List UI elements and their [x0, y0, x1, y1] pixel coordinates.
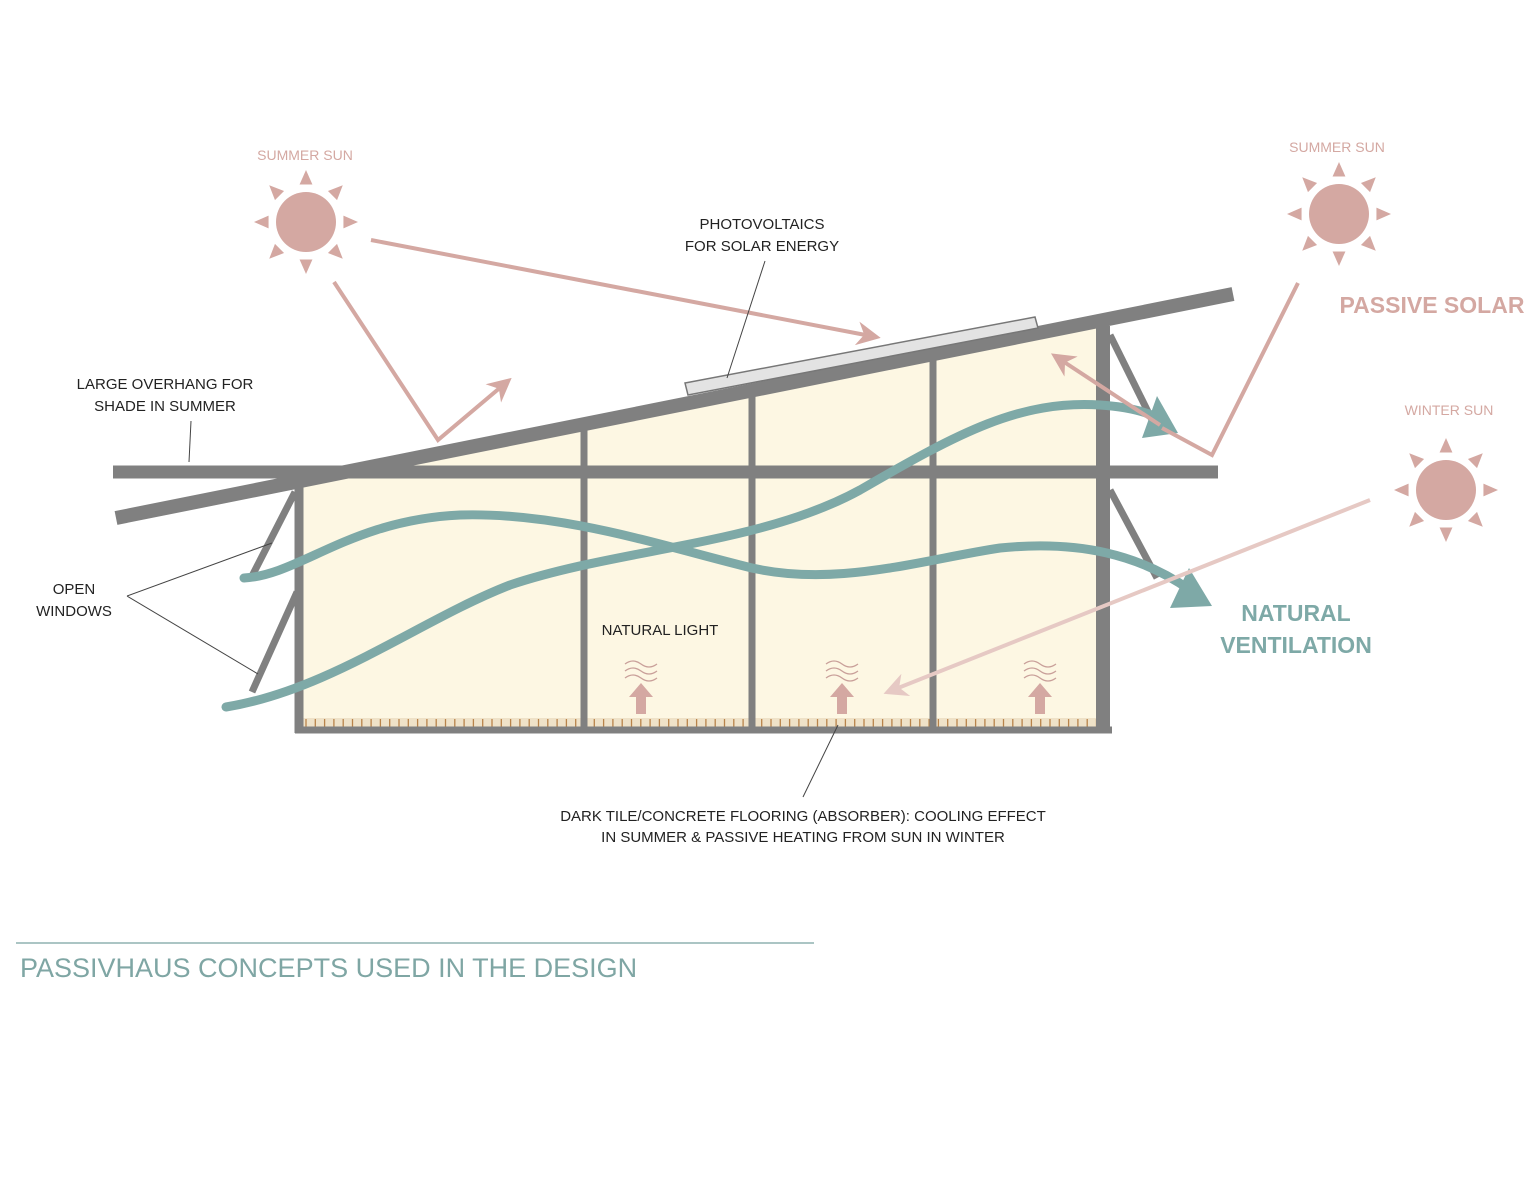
summer-sun-icon-right: [1287, 162, 1391, 266]
heat-wave: [825, 667, 859, 675]
ventilation-label-line2: VENTILATION: [1220, 632, 1372, 658]
floor-tiles: [303, 718, 1099, 727]
heat-rise-icon: [825, 660, 859, 714]
heat-wave: [624, 660, 658, 668]
sun-ray: [1467, 453, 1483, 469]
overhang-leader: [188, 420, 192, 463]
natural-light-label: NATURAL LIGHT: [602, 622, 719, 639]
winter-sun-label: WINTER SUN: [1405, 402, 1494, 418]
sun-ray: [327, 185, 343, 201]
flooring-leader: [802, 724, 839, 798]
sun-ray: [327, 243, 343, 259]
sun-ray: [299, 259, 313, 274]
sun-disc: [1309, 184, 1369, 244]
heat-wave: [825, 674, 859, 682]
sun-disc: [1416, 460, 1476, 520]
sun-ray: [1439, 527, 1453, 542]
window-double-arrow: [1050, 353, 1162, 427]
heat-arrow: [1028, 683, 1052, 714]
summer-sun-label-left: SUMMER SUN: [257, 147, 353, 163]
tile-strip: [303, 718, 1099, 727]
pv-label-line1: PHOTOVOLTAICS: [699, 216, 824, 233]
sun-ray: [1360, 235, 1376, 251]
pv-leader: [726, 260, 766, 379]
windows-label-line1: OPEN: [53, 581, 96, 598]
flooring-label-line1: DARK TILE/CONCRETE FLOORING (ABSORBER): …: [560, 808, 1046, 825]
sun-ray: [1409, 511, 1425, 527]
passive-solar-label: PASSIVE SOLAR: [1340, 292, 1525, 318]
sun-ray: [1394, 483, 1409, 497]
sun-ray: [1467, 511, 1483, 527]
sun-ray: [269, 185, 285, 201]
page-title: PASSIVHAUS CONCEPTS USED IN THE DESIGN: [20, 953, 637, 983]
sun-ray: [343, 215, 358, 229]
ventilation-flow-upper: [239, 510, 1195, 595]
open-window-left-upper: [246, 490, 299, 582]
windows-leader-lower: [126, 595, 259, 675]
ventilation-flow-lower: [221, 400, 1167, 712]
heat-wave: [624, 674, 658, 682]
summer-sun-label-right: SUMMER SUN: [1289, 139, 1385, 155]
heat-rise-icon: [624, 660, 658, 714]
sun-ray: [299, 170, 313, 185]
sun-ray: [1287, 207, 1302, 221]
flooring-label-line2: IN SUMMER & PASSIVE HEATING FROM SUN IN …: [601, 829, 1005, 846]
heat-rise-icon: [1023, 660, 1057, 714]
heat-wave: [1023, 660, 1057, 668]
house-structure: [113, 287, 1235, 734]
sun-ray: [254, 215, 269, 229]
sun-ray: [269, 243, 285, 259]
ventilation-arrowhead-bottom: [1170, 568, 1212, 608]
sun-ray: [1360, 177, 1376, 193]
sun-ray: [1332, 162, 1346, 177]
heat-wave: [1023, 667, 1057, 675]
pv-label-line2: FOR SOLAR ENERGY: [685, 238, 839, 255]
sun-ray: [1483, 483, 1498, 497]
house-interior: [299, 326, 1100, 727]
ventilation-arrowhead-top: [1142, 396, 1178, 438]
summer-sun-ray-to-panel: [370, 238, 881, 346]
heat-wave: [825, 660, 859, 668]
sun-disc: [276, 192, 336, 252]
open-window-left-lower: [248, 590, 301, 694]
winter-sun-icon: [1394, 438, 1498, 542]
heat-arrow: [629, 683, 653, 714]
windows-label-line2: WINDOWS: [36, 603, 112, 620]
overhang-label-line1: LARGE OVERHANG FOR: [77, 376, 254, 393]
windows-leader-upper: [126, 542, 273, 597]
overhang-label-line2: SHADE IN SUMMER: [94, 398, 236, 415]
ventilation-flows: [221, 400, 1195, 712]
leader-lines: [126, 260, 839, 798]
sun-ray: [1302, 235, 1318, 251]
sun-rays: [332, 238, 1371, 697]
heat-arrow: [830, 683, 854, 714]
sloped-roof: [114, 287, 1235, 525]
sun-ray: [1409, 453, 1425, 469]
ventilation-label-line1: NATURAL: [1241, 600, 1350, 626]
summer-sun-ray-reflected: [332, 280, 512, 443]
winter-sun-ray: [883, 498, 1371, 697]
sun-ray: [1302, 177, 1318, 193]
heat-wave: [1023, 674, 1057, 682]
heat-rise-icons: [624, 660, 1057, 714]
sun-ray: [1332, 251, 1346, 266]
sun-ray: [1439, 438, 1453, 453]
photovoltaic-panel: [684, 316, 1039, 396]
sun-ray: [1376, 207, 1391, 221]
summer-sun-icon-left: [254, 170, 358, 274]
summer-sun-ray-right: [1161, 282, 1300, 458]
heat-wave: [624, 667, 658, 675]
